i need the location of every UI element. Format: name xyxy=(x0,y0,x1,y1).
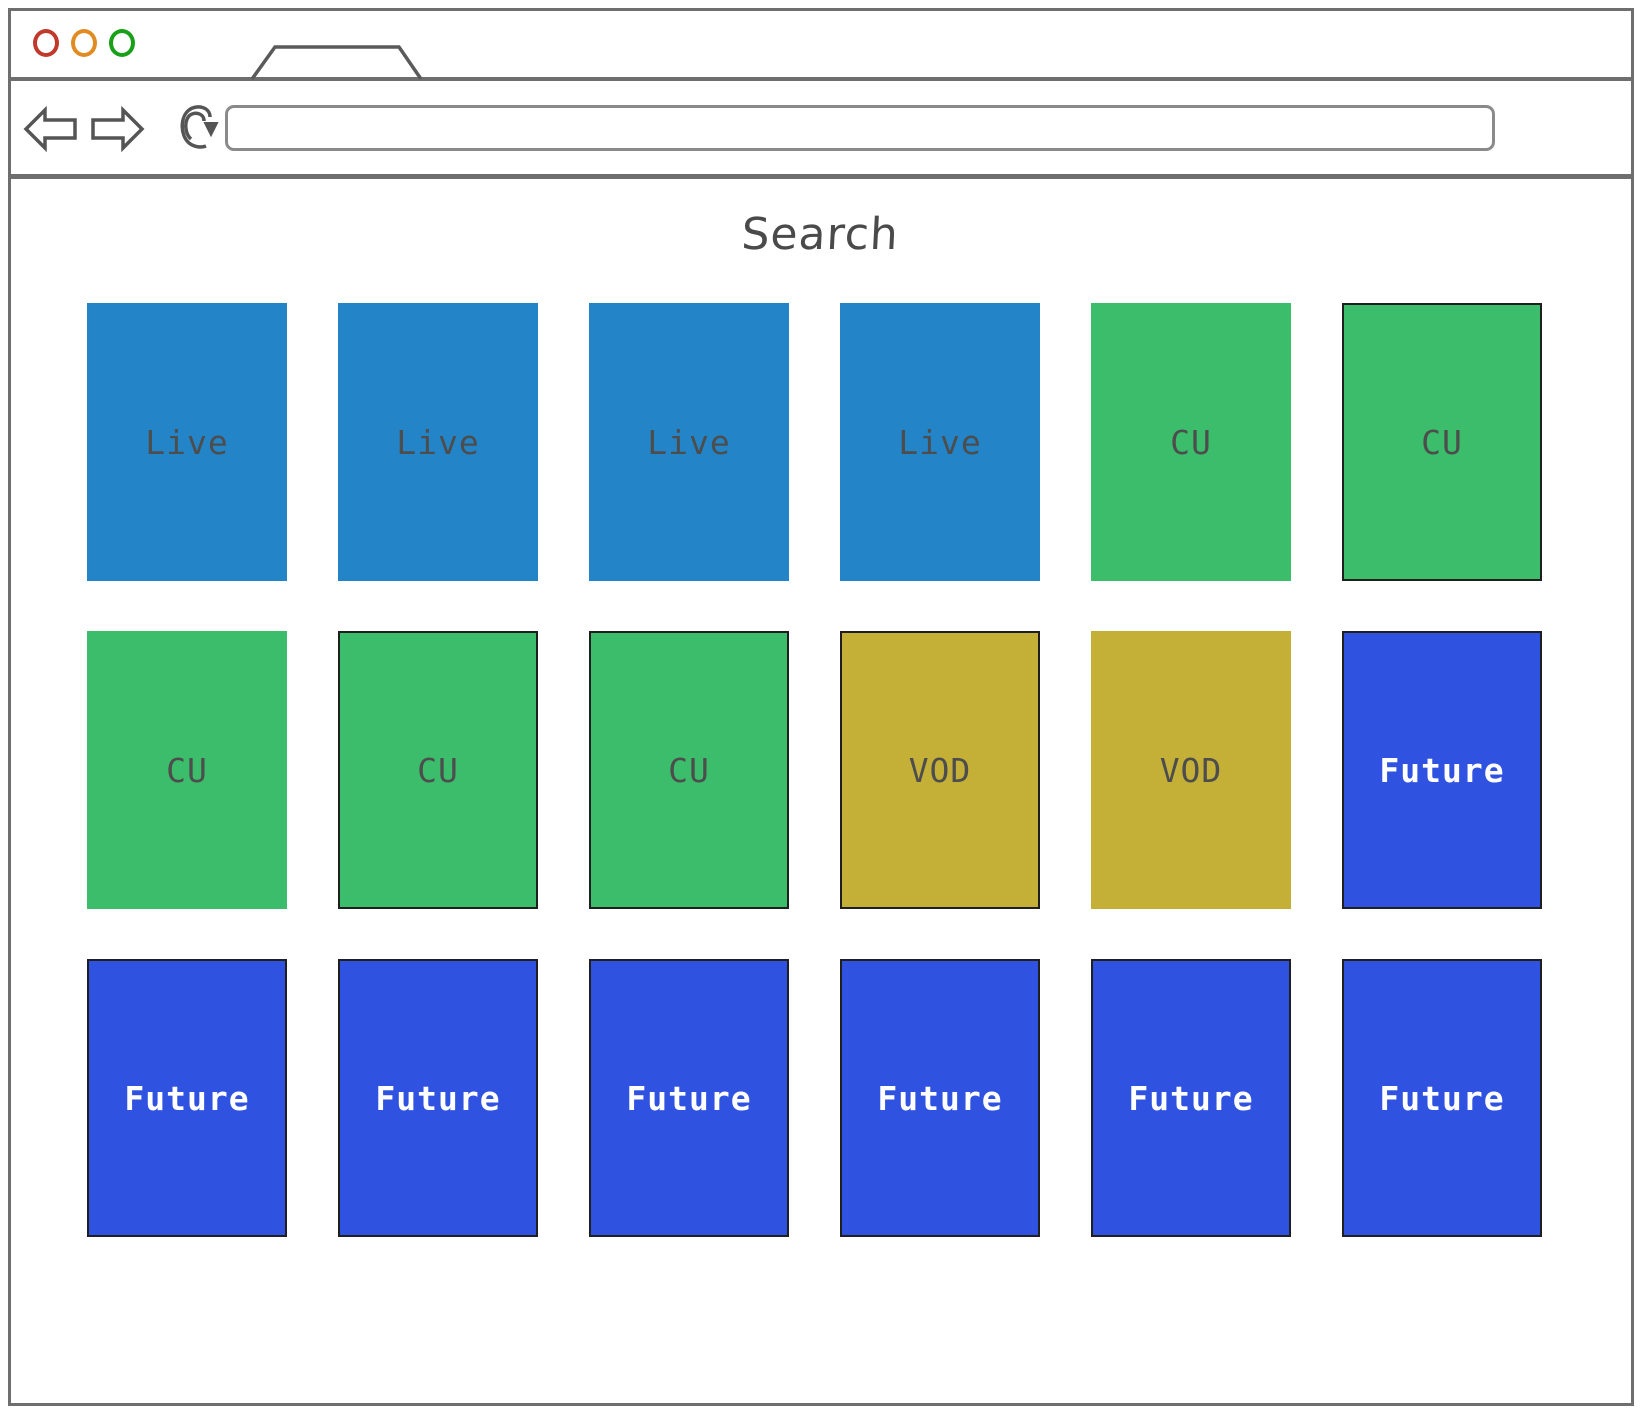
tile-cu[interactable]: CU xyxy=(87,631,287,909)
browser-toolbar xyxy=(11,81,1631,179)
tile-cu[interactable]: CU xyxy=(338,631,538,909)
reload-icon[interactable] xyxy=(177,101,229,157)
tile-label: Future xyxy=(877,1078,1003,1118)
tile-vod[interactable]: VOD xyxy=(1091,631,1291,909)
tile-label: Future xyxy=(1379,750,1505,790)
tile-label: Live xyxy=(647,422,731,462)
tile-future[interactable]: Future xyxy=(840,959,1040,1237)
tile-label: Future xyxy=(626,1078,752,1118)
browser-tab[interactable] xyxy=(249,44,424,80)
tile-label: Live xyxy=(145,422,229,462)
tile-label: CU xyxy=(417,750,459,790)
tile-future[interactable]: Future xyxy=(1342,631,1542,909)
page-title: Search xyxy=(740,209,901,260)
tile-label: Future xyxy=(375,1078,501,1118)
tile-vod[interactable]: VOD xyxy=(840,631,1040,909)
tile-label: Live xyxy=(396,422,480,462)
tile-future[interactable]: Future xyxy=(1091,959,1291,1237)
tile-label: CU xyxy=(668,750,710,790)
minimize-window-button[interactable] xyxy=(71,29,97,57)
tile-label: Future xyxy=(1128,1078,1254,1118)
tile-cu[interactable]: CU xyxy=(1091,303,1291,581)
tile-future[interactable]: Future xyxy=(589,959,789,1237)
tile-cu[interactable]: CU xyxy=(1342,303,1542,581)
tile-future[interactable]: Future xyxy=(338,959,538,1237)
forward-button[interactable] xyxy=(89,103,145,155)
window-controls xyxy=(33,29,135,57)
tile-live[interactable]: Live xyxy=(87,303,287,581)
tile-label: Future xyxy=(1379,1078,1505,1118)
tile-cu[interactable]: CU xyxy=(589,631,789,909)
tile-live[interactable]: Live xyxy=(840,303,1040,581)
tile-label: Live xyxy=(898,422,982,462)
address-bar-input[interactable] xyxy=(225,105,1495,151)
zoom-window-button[interactable] xyxy=(109,29,135,57)
tile-live[interactable]: Live xyxy=(589,303,789,581)
back-button[interactable] xyxy=(23,103,79,155)
tile-label: CU xyxy=(166,750,208,790)
tile-future[interactable]: Future xyxy=(1342,959,1542,1237)
tile-future[interactable]: Future xyxy=(87,959,287,1237)
close-window-button[interactable] xyxy=(33,29,59,57)
tile-label: CU xyxy=(1421,422,1463,462)
tile-label: VOD xyxy=(908,750,972,790)
tile-label: CU xyxy=(1170,422,1212,462)
browser-titlebar xyxy=(11,11,1631,81)
tile-label: VOD xyxy=(1159,750,1223,790)
tile-label: Future xyxy=(124,1078,250,1118)
tile-live[interactable]: Live xyxy=(338,303,538,581)
